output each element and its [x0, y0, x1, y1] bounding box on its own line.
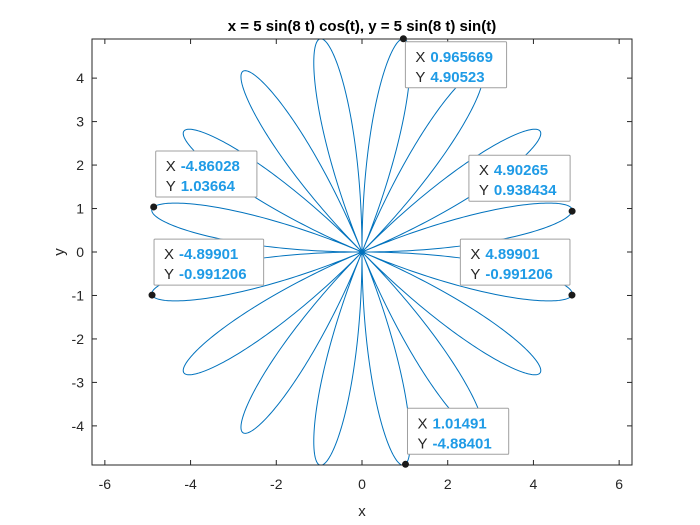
datatip-marker: [568, 291, 576, 299]
datatip-box: [468, 154, 571, 202]
axes: -6 -4 -2 0 2 4 6 -4 -3 -2 -1 0 1 2 3 4: [72, 38, 633, 492]
datatip-y-value: -4.88401: [432, 435, 491, 452]
datatip-box: [404, 41, 508, 89]
x-tick-label: 0: [358, 476, 366, 492]
datatip-box: [155, 150, 258, 198]
datatip-x-value: -4.86028: [181, 158, 240, 175]
x-tick-label: -6: [99, 476, 112, 492]
datatip-box: [459, 238, 571, 286]
datatip-marker: [568, 207, 576, 215]
datatip-y-value: -0.991206: [485, 266, 553, 283]
y-tick-label: -3: [72, 374, 85, 390]
plot-area: [151, 39, 573, 465]
datatip-x-key: X: [164, 246, 174, 263]
datatip-box: [406, 407, 510, 455]
datatip-x-key: X: [470, 246, 480, 263]
y-tick-label: 1: [76, 201, 84, 217]
y-tick-label: 2: [76, 157, 84, 173]
y-tick-label: 4: [76, 70, 84, 86]
datatip-x-key: X: [415, 49, 425, 66]
datatip-y-key: Y: [470, 266, 480, 283]
x-tick-label: -2: [270, 476, 283, 492]
datatip-marker: [150, 203, 158, 211]
datatip-box: [153, 238, 265, 286]
datatip-x-key: X: [479, 162, 489, 179]
datatip-x-value: -4.89901: [179, 246, 238, 263]
y-tick-label: -2: [72, 331, 85, 347]
y-tick-label: -4: [72, 418, 85, 434]
y-tick-label: 3: [76, 114, 84, 130]
datatip-y-value: 4.90523: [430, 69, 484, 86]
datatip-y-key: Y: [415, 69, 425, 86]
datatip-y-key: Y: [479, 182, 489, 199]
y-tick-label: -1: [72, 287, 85, 303]
datatip-x-key: X: [166, 158, 176, 175]
datatip-marker: [399, 35, 407, 43]
x-tick-label: -4: [184, 476, 197, 492]
chart-title: x = 5 sin(8 t) cos(t), y = 5 sin(8 t) si…: [228, 18, 496, 35]
y-tick-label: 0: [76, 244, 84, 260]
datatip-y-value: -0.991206: [179, 266, 247, 283]
datatip-x-value: 0.965669: [430, 49, 493, 66]
datatip-x-value: 1.01491: [432, 415, 486, 432]
datatip-x-value: 4.90265: [494, 162, 548, 179]
datatip-x-value: 4.89901: [485, 246, 539, 263]
y-axis-label: y: [51, 248, 68, 256]
series-line: [151, 39, 573, 465]
x-tick-label: 6: [615, 476, 623, 492]
x-tick-label: 2: [444, 476, 452, 492]
x-tick-label: 4: [530, 476, 538, 492]
datatip-marker: [401, 460, 409, 468]
datatip-marker: [148, 291, 156, 299]
datatip-y-key: Y: [166, 178, 176, 195]
datatip-y-value: 0.938434: [494, 182, 557, 199]
datatip-y-key: Y: [164, 266, 174, 283]
x-axis-label: x: [358, 503, 366, 520]
datatip-y-value: 1.03664: [181, 178, 236, 195]
datatip-y-key: Y: [417, 435, 427, 452]
datatip-x-key: X: [417, 415, 427, 432]
